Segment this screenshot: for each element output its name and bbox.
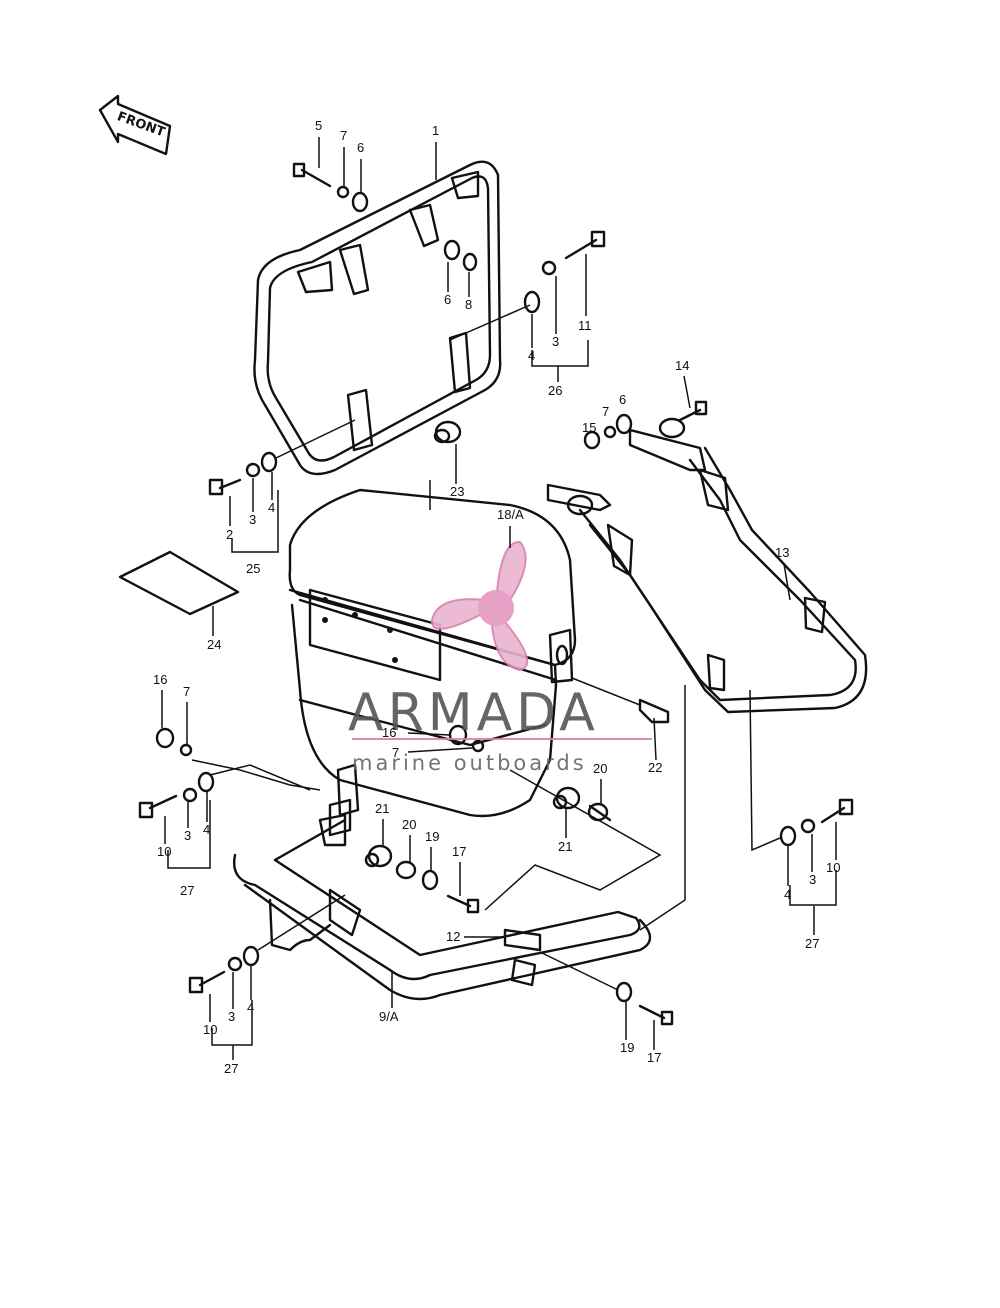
callout-14: 14 — [675, 358, 689, 373]
washer-4d — [779, 825, 797, 847]
watermark-tagline: marine outboards — [352, 751, 587, 775]
washer-6b — [443, 239, 461, 261]
callout-25: 25 — [246, 561, 260, 576]
washer-4b — [260, 451, 278, 473]
callout-12: 12 — [446, 929, 460, 944]
callout-20a: 20 — [593, 761, 607, 776]
callout-2: 2 — [226, 527, 233, 542]
callout-7a: 7 — [340, 128, 347, 143]
callout-17a: 17 — [452, 844, 466, 859]
washer-7d — [471, 739, 485, 753]
washer-7 — [336, 185, 350, 199]
washer-4c — [197, 771, 215, 793]
washer-19a — [421, 869, 439, 891]
grommet-23 — [433, 420, 462, 444]
label-sheet — [118, 550, 240, 616]
front-arrow-icon: FRONT — [98, 94, 172, 156]
callout-27a: 27 — [180, 883, 194, 898]
washer-4e — [242, 945, 260, 967]
bolt-10b — [820, 798, 854, 824]
callout-9a: 9/A — [379, 1009, 399, 1024]
washer-3b — [245, 462, 261, 478]
callout-16b: 16 — [382, 725, 396, 740]
callout-11: 11 — [578, 318, 592, 333]
collar-20b — [395, 860, 417, 880]
callout-27c: 27 — [224, 1061, 238, 1076]
propeller-logo-icon — [430, 541, 529, 672]
callout-4b: 4 — [268, 500, 275, 515]
washer-7b — [603, 425, 617, 439]
callout-19a: 19 — [425, 829, 439, 844]
callout-5: 5 — [315, 118, 322, 133]
callout-21b: 21 — [375, 801, 389, 816]
rear-stay — [546, 417, 868, 714]
bolt-14 — [678, 400, 708, 422]
callout-21a: 21 — [558, 839, 572, 854]
bolt-17a — [446, 894, 480, 914]
callout-20b: 20 — [402, 817, 416, 832]
watermark-brand: ARMADA — [348, 683, 599, 743]
washer-7c — [179, 743, 193, 757]
callout-10a: 10 — [157, 844, 171, 859]
bracket-22 — [638, 698, 670, 724]
callout-10b: 10 — [826, 860, 840, 875]
callout-3b: 3 — [249, 512, 256, 527]
callout-6a: 6 — [357, 140, 364, 155]
callout-6c: 6 — [619, 392, 626, 407]
callout-10c: 10 — [203, 1022, 217, 1037]
callout-labels: 1 5 7 6 6 8 4 3 11 26 14 15 7 6 2 3 4 25… — [153, 118, 840, 1076]
callout-7b: 7 — [602, 404, 609, 419]
callout-4c: 4 — [203, 822, 210, 837]
callout-3e: 3 — [228, 1009, 235, 1024]
lower-frame — [233, 763, 652, 1001]
bushing-21a — [552, 786, 581, 810]
callout-27b: 27 — [805, 936, 819, 951]
callout-7c: 7 — [183, 684, 190, 699]
washer-3a — [541, 260, 557, 276]
collar-8 — [462, 252, 478, 272]
bushing-21b — [364, 844, 393, 868]
callout-7d: 7 — [392, 745, 399, 760]
callout-1: 1 — [432, 123, 439, 138]
washer-6 — [351, 191, 369, 213]
washer-3c — [182, 787, 198, 803]
bolt-2 — [208, 478, 242, 496]
bolt-10a — [138, 794, 178, 819]
callout-3d: 3 — [809, 872, 816, 887]
callout-3a: 3 — [552, 334, 559, 349]
washer-6c — [615, 413, 633, 435]
bolt-5 — [292, 162, 332, 188]
washer-3e — [227, 956, 243, 972]
callout-8: 8 — [465, 297, 472, 312]
callout-17b: 17 — [647, 1050, 661, 1065]
collar-20a — [587, 802, 612, 822]
callout-16a: 16 — [153, 672, 167, 687]
washer-19b — [615, 981, 633, 1003]
callout-23: 23 — [450, 484, 464, 499]
callout-13: 13 — [775, 545, 789, 560]
callout-4d: 4 — [784, 887, 791, 902]
callout-4a: 4 — [528, 348, 535, 363]
callout-24: 24 — [207, 637, 221, 652]
callout-22: 22 — [648, 760, 662, 775]
callout-4e: 4 — [247, 1000, 254, 1015]
armada-watermark: ARMADA marine outboards — [348, 541, 652, 775]
callout-26: 26 — [548, 383, 562, 398]
callout-3c: 3 — [184, 828, 191, 843]
washer-4a — [523, 290, 541, 314]
callout-18a: 18/A — [497, 507, 524, 522]
bolt-17b — [638, 1004, 674, 1026]
bolt-10c — [188, 970, 226, 994]
callout-6b: 6 — [444, 292, 451, 307]
callout-19b: 19 — [620, 1040, 634, 1055]
callout-15: 15 — [582, 420, 596, 435]
nut-15 — [583, 430, 601, 450]
upper-frame — [253, 160, 502, 476]
nut-16a — [155, 727, 175, 749]
bolt-11 — [564, 230, 606, 260]
washer-3d — [800, 818, 816, 834]
luggage-case — [288, 488, 577, 818]
